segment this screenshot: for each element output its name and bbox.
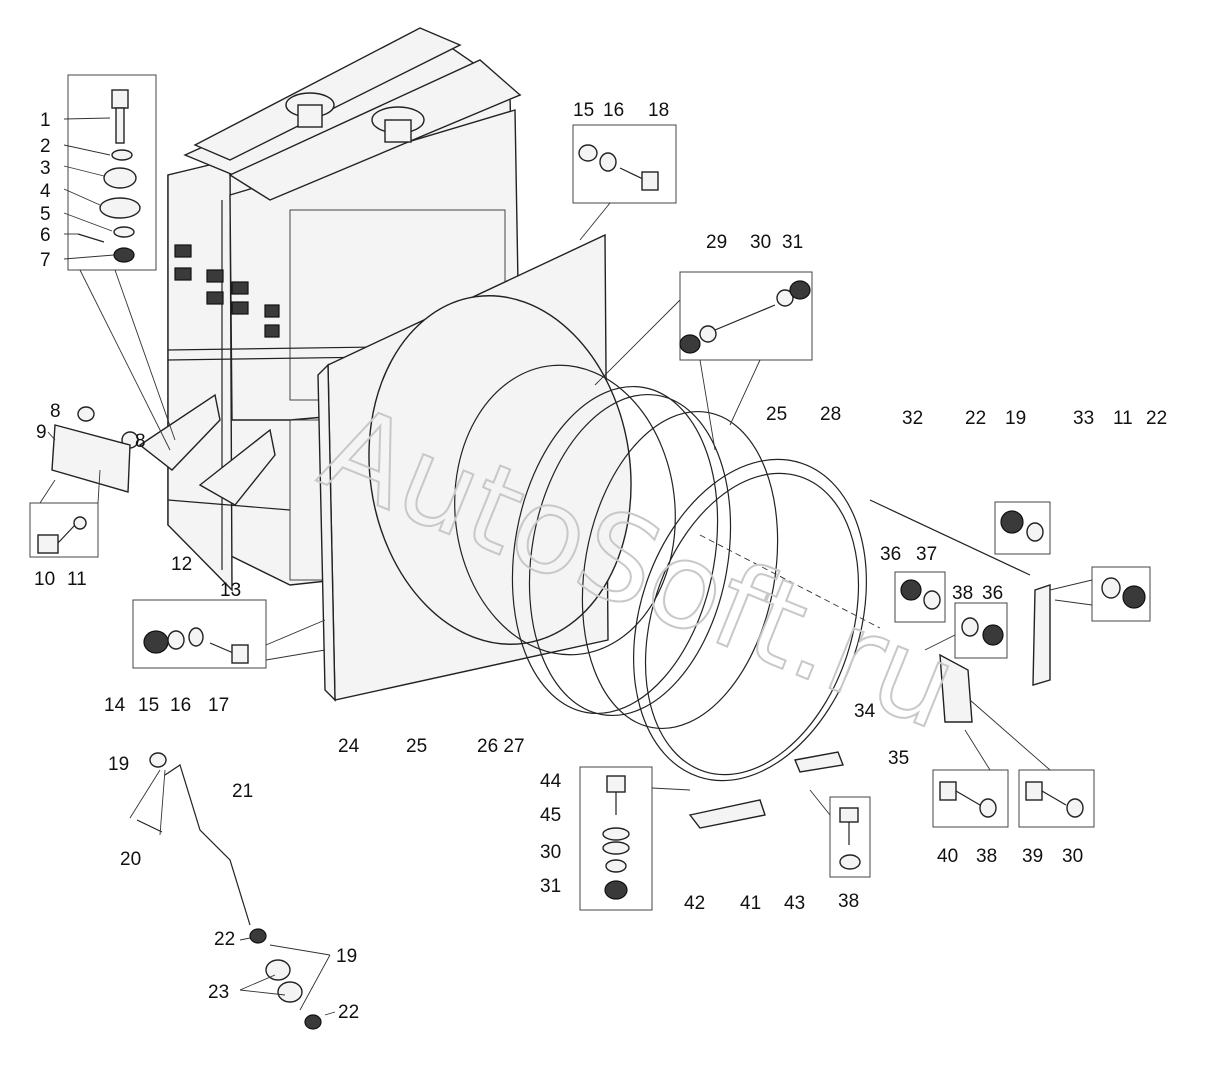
callout-30b: 30 <box>1062 846 1083 867</box>
tie-rod-and-brackets <box>688 499 1051 829</box>
callout-35: 35 <box>888 748 909 769</box>
callout-12: 12 <box>171 554 192 575</box>
callout-1: 1 <box>40 110 51 131</box>
callout-39: 39 <box>1022 846 1043 867</box>
callout-5: 5 <box>40 204 51 225</box>
callout-2: 2 <box>40 136 51 157</box>
callout-30c: 30 <box>540 842 561 863</box>
callout-7: 7 <box>40 250 51 271</box>
callout-11a: 11 <box>67 569 87 590</box>
callout-19b: 19 <box>336 946 357 967</box>
callout-13: 13 <box>220 580 241 601</box>
callout-19c: 19 <box>1005 408 1026 429</box>
callout-33: 33 <box>1073 408 1094 429</box>
hardware-parts <box>37 89 1146 900</box>
callout-8b: 8 <box>135 431 146 452</box>
callout-21: 21 <box>232 781 253 802</box>
callout-8a: 8 <box>50 401 61 422</box>
callout-3: 3 <box>40 158 51 179</box>
support-rod <box>136 752 322 1030</box>
callout-6: 6 <box>40 225 51 246</box>
callout-34: 34 <box>854 701 876 722</box>
callout-29: 29 <box>706 232 727 253</box>
callout-17: 17 <box>208 695 229 716</box>
callout-26-27: 26 27 <box>477 736 525 757</box>
callout-44: 44 <box>540 771 562 792</box>
callout-25b: 25 <box>766 404 787 425</box>
detail-boxes <box>29 74 1151 911</box>
callout-24: 24 <box>338 736 360 757</box>
callout-25a: 25 <box>406 736 427 757</box>
callout-16b: 16 <box>603 100 624 121</box>
callout-30a: 30 <box>750 232 771 253</box>
callout-15b: 15 <box>573 100 594 121</box>
callout-23: 23 <box>208 982 229 1003</box>
callout-22b: 22 <box>338 1002 359 1023</box>
callout-9: 9 <box>36 422 47 443</box>
callout-16a: 16 <box>170 695 191 716</box>
callout-40: 40 <box>937 846 958 867</box>
callout-36a: 36 <box>880 544 901 565</box>
callout-22a: 22 <box>214 929 235 950</box>
callout-15a: 15 <box>138 695 159 716</box>
callout-45: 45 <box>540 805 561 826</box>
callout-32: 32 <box>902 408 923 429</box>
callout-31b: 31 <box>540 876 561 897</box>
callout-19a: 19 <box>108 754 129 775</box>
callout-14: 14 <box>104 695 126 716</box>
callout-37: 37 <box>916 544 937 565</box>
callout-38a: 38 <box>952 583 973 604</box>
callout-22d: 22 <box>1146 408 1167 429</box>
callout-11b: 11 <box>1113 408 1133 429</box>
callout-20: 20 <box>120 849 141 870</box>
callout-22c: 22 <box>965 408 986 429</box>
callout-38b: 38 <box>976 846 997 867</box>
callout-labels: 1 2 3 4 5 6 7 8 8 9 10 11 12 13 14 15 16… <box>34 100 1167 1023</box>
callout-43: 43 <box>784 893 805 914</box>
shroud-rings <box>454 364 867 782</box>
callout-36b: 36 <box>982 583 1003 604</box>
callout-42: 42 <box>684 893 705 914</box>
callout-31a: 31 <box>782 232 803 253</box>
fan-shroud-plate <box>317 233 632 702</box>
callout-4: 4 <box>40 181 51 202</box>
leader-lines <box>39 117 1093 1016</box>
callout-41: 41 <box>740 893 761 914</box>
callout-10: 10 <box>34 569 55 590</box>
callout-18: 18 <box>648 100 669 121</box>
callout-38c: 38 <box>838 891 859 912</box>
callout-28: 28 <box>820 404 841 425</box>
